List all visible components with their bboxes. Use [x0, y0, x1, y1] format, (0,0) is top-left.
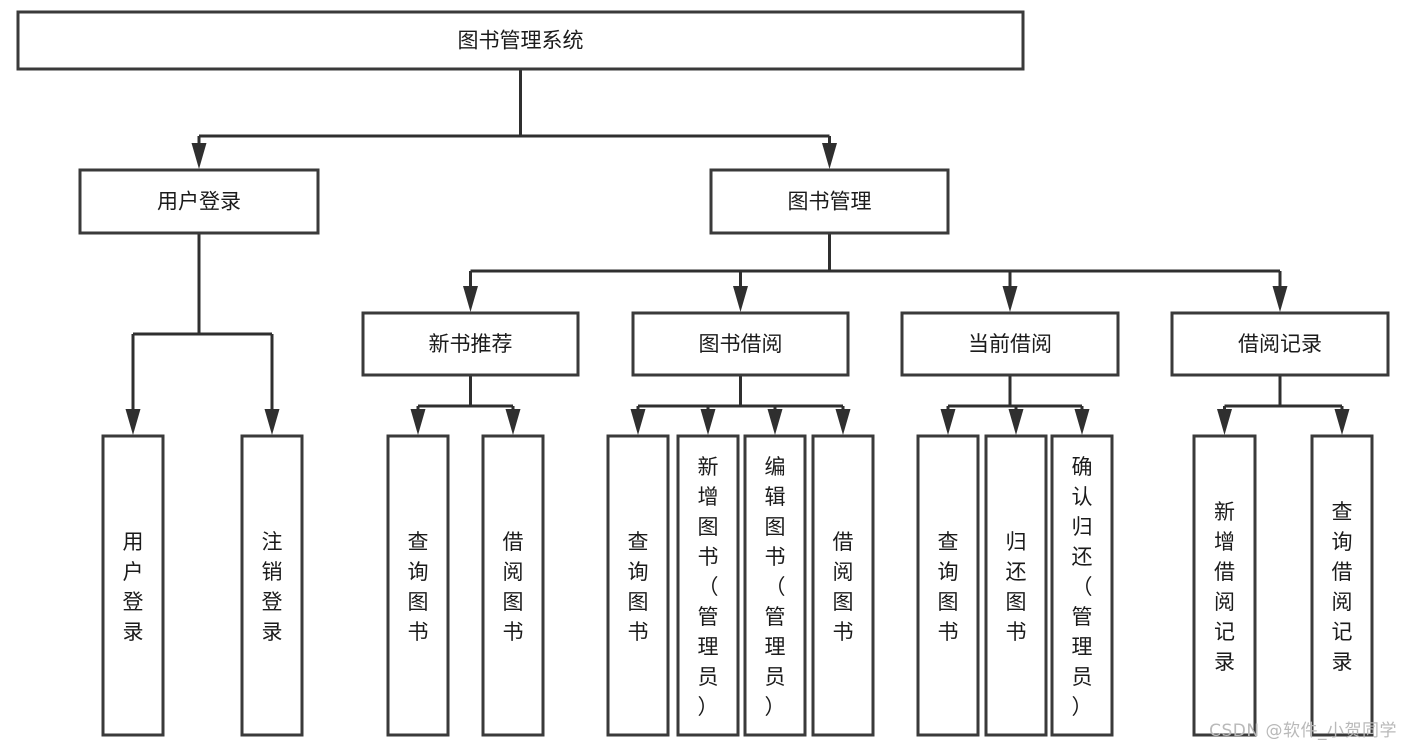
arrow-head-icon [1008, 409, 1024, 435]
connector-group [1217, 375, 1350, 435]
node-box[interactable] [900, 311, 1120, 377]
node-leaf-query-book-3[interactable]: 查询图书 [916, 434, 980, 737]
node-book-manage[interactable]: 图书管理 [709, 168, 950, 235]
arrow-head-icon [1002, 286, 1018, 312]
node-root[interactable]: 图书管理系统 [16, 10, 1025, 71]
arrow-head-icon [940, 409, 956, 435]
node-box[interactable] [709, 168, 950, 235]
node-leaf-query-record[interactable]: 查询借阅记录 [1310, 434, 1374, 737]
node-box[interactable] [676, 434, 740, 737]
arrow-head-icon [410, 409, 426, 435]
node-label: 图书借阅 [699, 332, 783, 356]
node-box[interactable] [16, 10, 1025, 71]
connector-group [191, 69, 837, 169]
arrow-head-icon [463, 286, 478, 312]
node-borrow-record[interactable]: 借阅记录 [1170, 311, 1390, 377]
node-leaf-query-book-1[interactable]: 查询图书 [386, 434, 450, 737]
node-label: 注销登录 [262, 530, 283, 644]
node-book-borrow[interactable]: 图书借阅 [631, 311, 850, 377]
node-box[interactable] [916, 434, 980, 737]
node-label: 查询图书 [938, 530, 959, 644]
connector-group [410, 375, 521, 435]
node-leaf-borrow-book-2[interactable]: 借阅图书 [811, 434, 875, 737]
node-label: 借阅图书 [833, 530, 854, 644]
watermark-text: CSDN @软件_小贺同学 [1209, 721, 1397, 741]
arrow-head-icon [767, 409, 783, 435]
arrow-head-icon [1074, 409, 1090, 435]
node-label: 新增借阅记录 [1214, 500, 1235, 674]
node-leaf-logout[interactable]: 注销登录 [240, 434, 304, 737]
node-label: 查询借阅记录 [1332, 500, 1353, 674]
arrow-head-icon [822, 143, 837, 169]
arrow-head-icon [505, 409, 521, 435]
arrow-head-icon [1272, 286, 1288, 312]
node-leaf-confirm-return[interactable]: 确认归还（管理员） [1050, 434, 1114, 737]
node-box[interactable] [481, 434, 545, 737]
node-box[interactable] [361, 311, 580, 377]
node-label: 新书推荐 [429, 332, 513, 356]
node-box[interactable] [1050, 434, 1114, 737]
connector-group [125, 233, 280, 435]
node-label: 用户登录 [157, 190, 241, 214]
arrow-head-icon [630, 409, 646, 435]
node-box[interactable] [1310, 434, 1374, 737]
node-label: 编辑图书（管理员） [765, 455, 786, 719]
node-box[interactable] [631, 311, 850, 377]
node-leaf-return-book[interactable]: 归还图书 [984, 434, 1048, 737]
node-label: 图书管理 [788, 190, 872, 214]
arrow-head-icon [264, 409, 280, 435]
node-label: 查询图书 [408, 530, 429, 644]
node-label: 图书管理系统 [458, 29, 584, 53]
node-box[interactable] [386, 434, 450, 737]
node-label: 归还图书 [1006, 530, 1027, 644]
node-label: 借阅图书 [503, 530, 524, 644]
node-box[interactable] [984, 434, 1048, 737]
arrow-head-icon [125, 409, 141, 435]
node-label: 确认归还（管理员） [1072, 455, 1093, 719]
node-label: 用户登录 [123, 530, 144, 644]
connector-group [940, 375, 1090, 435]
node-current-borrow[interactable]: 当前借阅 [900, 311, 1120, 377]
arrow-head-icon [1334, 409, 1350, 435]
node-leaf-query-book-2[interactable]: 查询图书 [606, 434, 670, 737]
node-box[interactable] [240, 434, 304, 737]
node-box[interactable] [743, 434, 807, 737]
node-box[interactable] [78, 168, 320, 235]
connector-group [463, 233, 1288, 312]
arrow-head-icon [1217, 409, 1232, 435]
node-box[interactable] [811, 434, 875, 737]
node-box[interactable] [606, 434, 670, 737]
arrow-head-icon [835, 409, 851, 435]
node-label: 借阅记录 [1238, 332, 1322, 356]
node-leaf-user-login[interactable]: 用户登录 [101, 434, 165, 737]
node-box[interactable] [101, 434, 165, 737]
arrow-head-icon [733, 286, 748, 312]
node-box[interactable] [1170, 311, 1390, 377]
arrow-head-icon [700, 409, 716, 435]
node-leaf-add-record[interactable]: 新增借阅记录 [1192, 434, 1257, 737]
node-label: 当前借阅 [968, 332, 1052, 356]
node-label: 新增图书（管理员） [698, 455, 719, 719]
node-leaf-borrow-book-1[interactable]: 借阅图书 [481, 434, 545, 737]
node-user-login[interactable]: 用户登录 [78, 168, 320, 235]
node-leaf-edit-book[interactable]: 编辑图书（管理员） [743, 434, 807, 737]
node-new-book-recommend[interactable]: 新书推荐 [361, 311, 580, 377]
node-box[interactable] [1192, 434, 1257, 737]
node-leaf-add-book[interactable]: 新增图书（管理员） [676, 434, 740, 737]
connector-group [630, 375, 851, 435]
node-label: 查询图书 [628, 530, 649, 644]
arrow-head-icon [191, 143, 207, 169]
